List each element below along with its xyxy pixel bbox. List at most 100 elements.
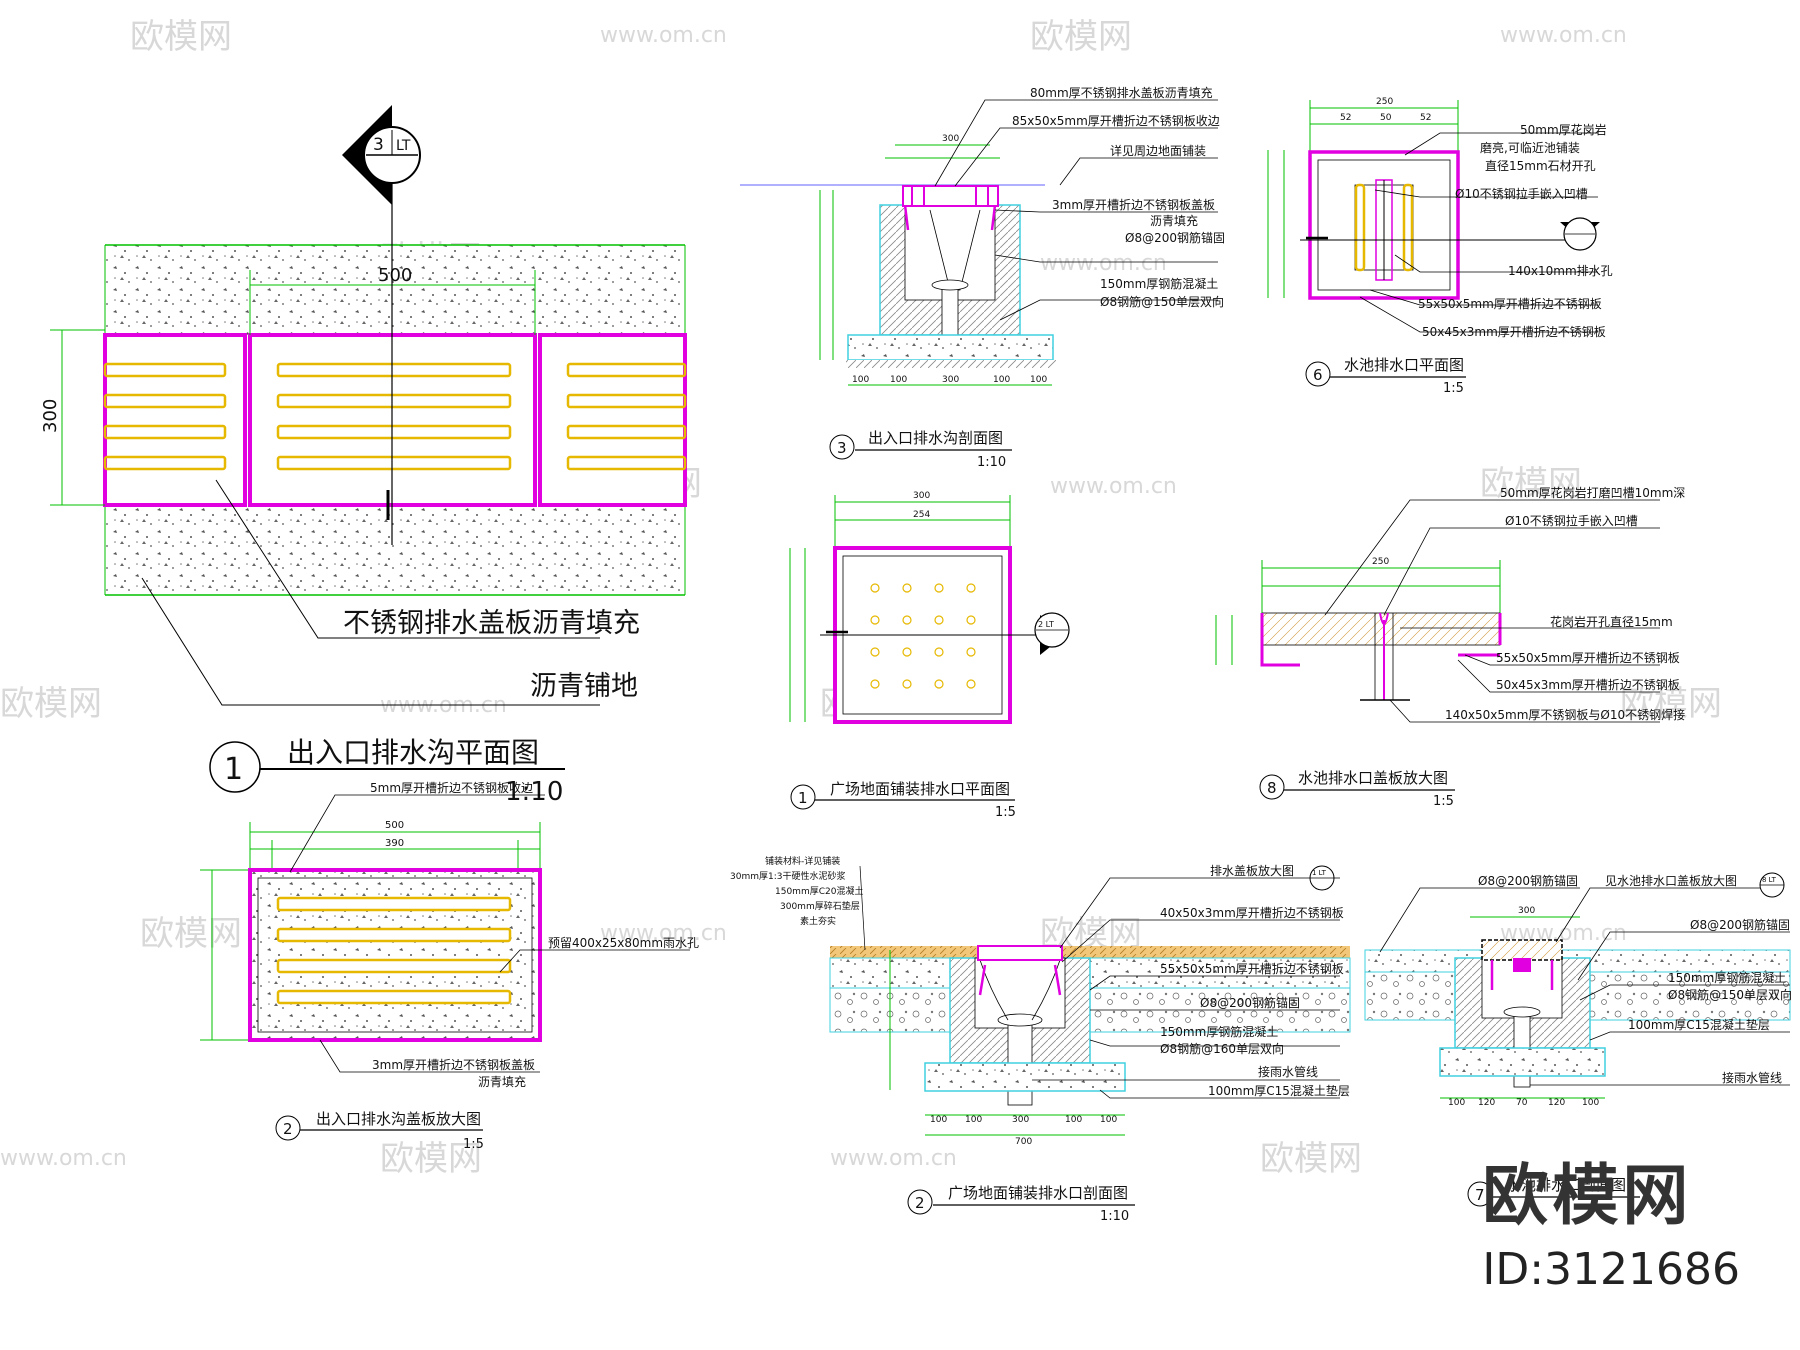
drain-hole xyxy=(966,615,976,625)
drawing-title: 出入口排水沟剖面图 xyxy=(868,429,1003,447)
note: 55x50x5mm厚开槽折边不锈钢板 xyxy=(1418,296,1602,311)
layer-label: 铺装材料-详见铺装 xyxy=(765,855,840,867)
drawing-number: 1 xyxy=(224,752,243,787)
drawing-title: 广场地面铺装排水口剖面图 xyxy=(948,1184,1128,1202)
dim-width: 500 xyxy=(378,265,412,286)
dim: 120 xyxy=(1548,1098,1565,1108)
watermark-url: www.om.cn xyxy=(600,921,727,946)
drawing-6-plan: 250 52 50 52 50mm厚花岗岩 磨亮,可临近池铺装 直径15mm石材… xyxy=(1267,97,1613,396)
note: 5mm厚开槽折边不锈钢板收边 xyxy=(370,780,533,795)
callout-ref: 1 LT xyxy=(1312,869,1327,877)
drawing-number: 7 xyxy=(1475,1186,1485,1204)
note: 40x50x3mm厚开槽折边不锈钢板 xyxy=(1160,905,1344,920)
paving-bottom xyxy=(105,505,685,595)
dim: 100 xyxy=(890,375,907,385)
note: 140x10mm排水孔 xyxy=(1508,264,1613,278)
note: 50mm厚花岗岩打磨凹槽10mm深 xyxy=(1500,485,1685,500)
drawing-title: 水池排水口剖面图 xyxy=(1506,1176,1626,1194)
note: 85x50x5mm厚开槽折边不锈钢板收边 xyxy=(1012,113,1220,128)
watermark-brand: 欧模网 xyxy=(140,914,242,954)
drawing-3-section: 300 100 100 300 100 100 80mm厚不锈钢排水盖板沥青填 xyxy=(740,85,1225,470)
dim-height: 300 xyxy=(40,399,61,433)
watermark-stamp: 欧模网 ID:3121686 xyxy=(1482,1142,1740,1295)
note: Ø8@200钢筋锚固 xyxy=(1200,995,1300,1010)
drawing-number: 2 xyxy=(915,1194,925,1212)
dim: 100 xyxy=(1582,1098,1599,1108)
section-ref: 2 LT xyxy=(1038,620,1054,629)
dim: 100 xyxy=(1030,375,1047,385)
bottom-dims: 100 120 70 120 100 xyxy=(1448,1098,1599,1108)
dim: 52 xyxy=(1340,113,1351,123)
dim: 50 xyxy=(1380,113,1392,123)
watermark-brand: 欧模网 xyxy=(1620,684,1722,724)
layer-label: 300mm厚碎石垫层 xyxy=(780,900,860,912)
note: 见水池排水口盖板放大图 xyxy=(1605,873,1737,888)
note: Ø10不锈钢拉手嵌入凹槽 xyxy=(1455,186,1588,201)
note: 50x45x3mm厚开槽折边不锈钢板 xyxy=(1496,677,1680,692)
dim-top: 300 xyxy=(942,134,959,144)
drawing-number: 1 xyxy=(798,789,808,807)
paving-top xyxy=(105,245,685,335)
note: 3mm厚开槽折边不锈钢板盖板 xyxy=(372,1057,535,1072)
base-slab xyxy=(847,334,1054,361)
drawing-5-section: 100 100 300 100 100 700 铺装材料-详见铺装 30mm厚1… xyxy=(730,855,1351,1224)
dim: 300 xyxy=(1012,1115,1029,1125)
watermark-brand: 欧模网 xyxy=(0,684,102,724)
note: 100mm厚C15混凝土垫层 xyxy=(1208,1083,1350,1098)
layer-label: 素土夯实 xyxy=(800,915,836,927)
dim-top: 300 xyxy=(1518,906,1535,916)
note: Ø8@200钢筋锚固 xyxy=(1125,230,1225,245)
note: 55x50x5mm厚开槽折边不锈钢板 xyxy=(1160,961,1344,976)
drain-hole xyxy=(902,679,912,689)
bottom-dims: 100 100 300 100 100 xyxy=(930,1115,1117,1125)
dim: 100 xyxy=(1100,1115,1117,1125)
watermark-brand: 欧模网 xyxy=(130,17,232,57)
note: 排水盖板放大图 xyxy=(1210,863,1294,878)
dim: 100 xyxy=(852,375,869,385)
watermark-logo: 欧模网 xyxy=(1482,1157,1693,1234)
dim: 300 xyxy=(942,375,959,385)
cover-grate xyxy=(977,945,1063,961)
drawing-number: 3 xyxy=(837,439,847,457)
watermark-url: www.om.cn xyxy=(1040,251,1167,276)
base-slab xyxy=(1439,1047,1606,1077)
dim-top: 250 xyxy=(1376,97,1393,107)
drawing-scale: 1:5 xyxy=(463,1137,484,1152)
label-paving: 沥青铺地 xyxy=(530,671,638,702)
drain-hole xyxy=(902,615,912,625)
watermark-url: www.om.cn xyxy=(830,1146,957,1171)
watermark-url: www.om.cn xyxy=(0,1146,127,1171)
drawing-1-plan: 500 300 3 LT 不锈钢排水盖板沥青填充 沥青铺地 1 出入口排水沟平面… xyxy=(40,105,687,807)
dim: 70 xyxy=(1516,1098,1528,1108)
dim: 100 xyxy=(1448,1098,1465,1108)
cover-slab xyxy=(1481,939,1563,961)
dim: 52 xyxy=(1420,113,1431,123)
bottom-dims: 100 100 300 100 100 xyxy=(852,375,1047,385)
drain-hole xyxy=(934,615,944,625)
drain-hole xyxy=(870,615,880,625)
watermark-url: www.om.cn xyxy=(600,23,727,48)
watermark-brand: 欧模网 xyxy=(1260,1139,1362,1179)
drawing-title: 广场地面铺装排水口平面图 xyxy=(830,780,1010,798)
note: 花岗岩开孔直径15mm xyxy=(1550,614,1673,629)
drawing-scale: 1:10 xyxy=(505,777,563,807)
drawing-8-cover-detail: 250 50mm厚花岗岩打磨凹槽10mm深 Ø10不锈钢拉手嵌入凹槽 花岗岩开孔… xyxy=(1215,485,1685,809)
drawing-4-plan: 300 254 2 LT 1 广场地面铺装排水口平面图 1:5 xyxy=(789,491,1070,820)
note: 80mm厚不锈钢排水盖板沥青填充 xyxy=(1030,85,1213,100)
note: 50mm厚花岗岩 xyxy=(1520,122,1607,137)
note: Ø8钢筋@160单层双向 xyxy=(1160,1041,1284,1056)
note: 50x45x3mm厚开槽折边不锈钢板 xyxy=(1422,324,1606,339)
note: 140x50x5mm厚不锈钢板与Ø10不锈钢焊接 xyxy=(1445,707,1685,722)
dim-total: 700 xyxy=(1015,1137,1032,1147)
note: Ø8钢筋@150单层双向 xyxy=(1668,987,1792,1002)
watermark-brand: 欧模网 xyxy=(1480,464,1582,504)
dim: 100 xyxy=(993,375,1010,385)
drawing-scale: 1:10 xyxy=(977,455,1006,470)
cover-grate xyxy=(902,185,999,207)
dim: 100 xyxy=(965,1115,982,1125)
drawing-title: 水池排水口平面图 xyxy=(1344,356,1464,374)
watermark-url: www.om.cn xyxy=(1050,474,1177,499)
note: Ø10不锈钢拉手嵌入凹槽 xyxy=(1505,513,1638,528)
section-ref: LT xyxy=(396,138,411,154)
note: 预留400x25x80mm雨水孔 xyxy=(548,936,699,950)
